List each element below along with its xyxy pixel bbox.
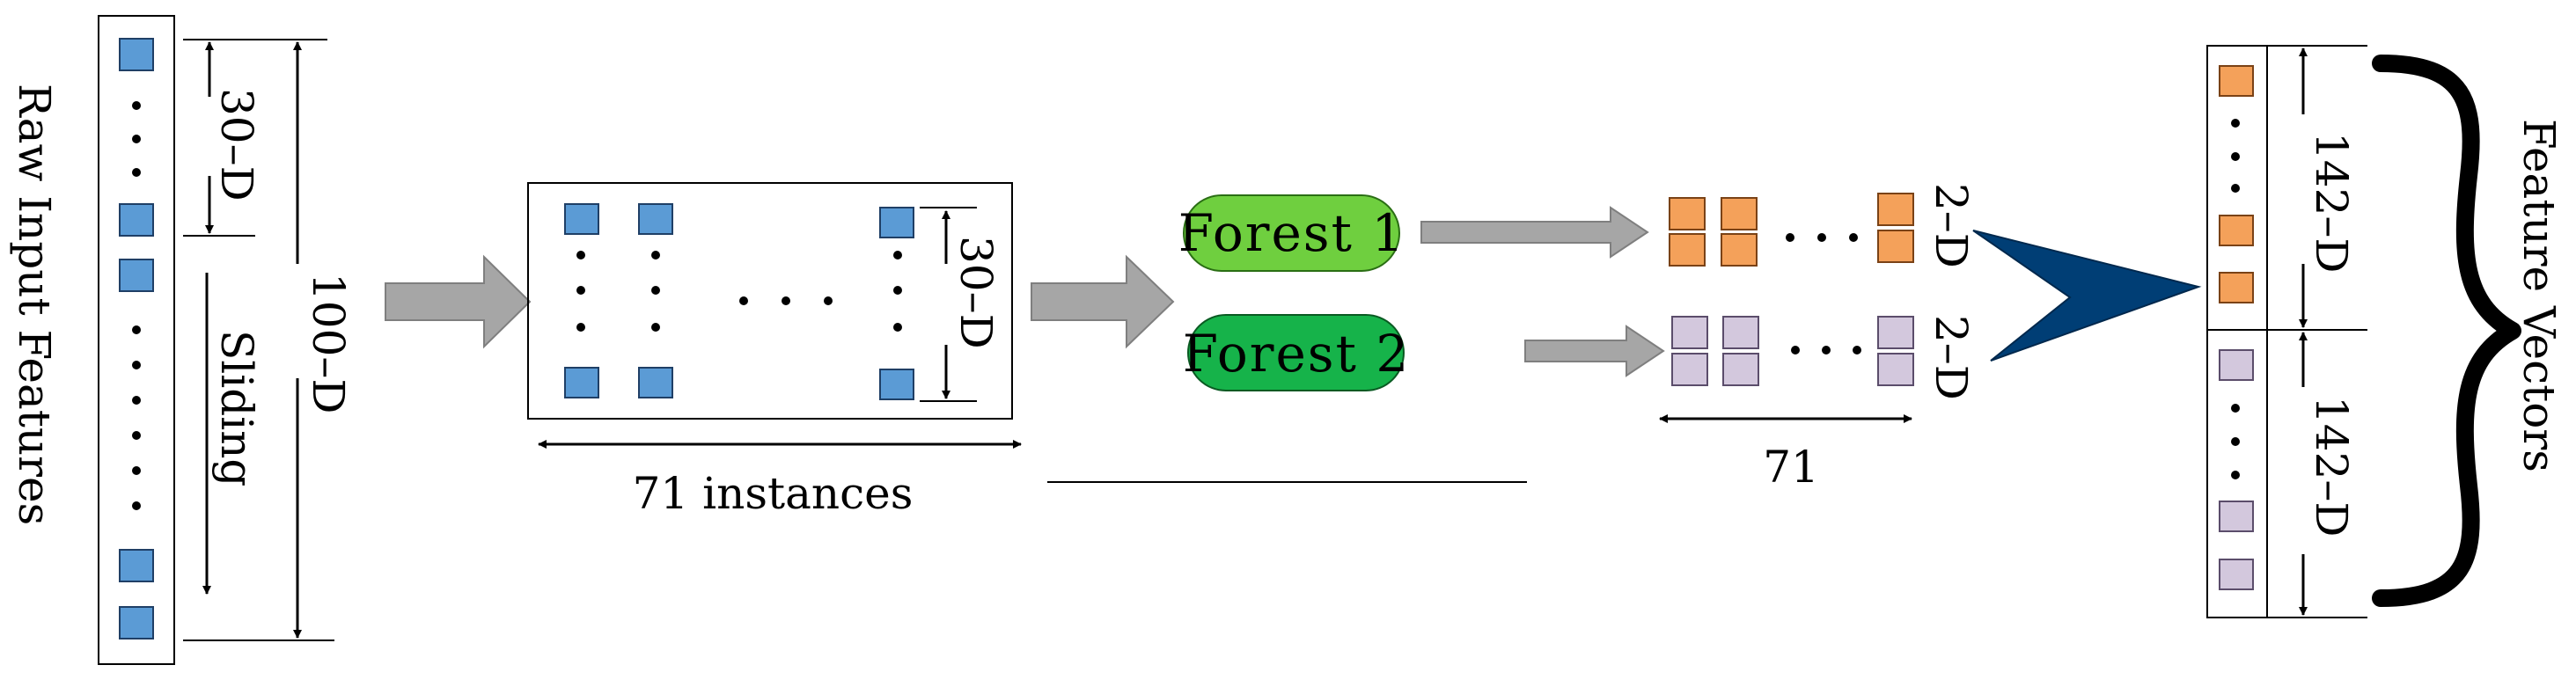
orange-square	[1877, 193, 1914, 226]
raw-square	[119, 38, 154, 71]
dimension-lines-left	[183, 39, 334, 641]
feature-orange-square	[2219, 272, 2254, 303]
raw-square	[119, 549, 154, 582]
grey-arrow-forest-2	[1524, 325, 1665, 377]
raw-input-column	[98, 15, 175, 665]
feature-lilac-square	[2219, 501, 2254, 532]
instances-box	[527, 182, 1013, 420]
feature-orange-square	[2219, 65, 2254, 97]
raw-square	[119, 606, 154, 639]
raw-input-label: Raw Input Features	[9, 84, 60, 525]
forest-2-label: Forest 2	[1183, 324, 1410, 384]
feature-vector-lines	[2207, 45, 2367, 618]
raw-square	[119, 203, 154, 237]
forest-1	[1183, 194, 1400, 272]
orange-square	[1721, 233, 1758, 267]
dim-142-top-label: 142–D	[2306, 132, 2357, 274]
feature-lilac-squares	[2219, 349, 2254, 590]
curly-brace	[2372, 55, 2521, 607]
lilac-square	[1671, 353, 1708, 386]
lilac-dots	[1791, 346, 1861, 354]
orange-square	[1669, 233, 1706, 267]
instance-square	[564, 203, 599, 235]
grey-arrow-forest-1	[1420, 206, 1649, 259]
forest-1-label: Forest 1	[1178, 203, 1405, 263]
feature-vectors-label: Feature Vectors	[2514, 119, 2565, 472]
lilac-square	[1671, 316, 1708, 349]
instance-square	[879, 207, 914, 238]
instance-square	[879, 369, 914, 400]
orange-square	[1721, 197, 1758, 230]
forest-2	[1187, 314, 1405, 391]
big-arrow	[1972, 230, 2202, 362]
lilac-square	[1722, 353, 1759, 386]
dim-2-top-label: 2–D	[1926, 183, 1977, 268]
instance-square	[564, 367, 599, 398]
count-71-label: 71	[1763, 442, 1819, 493]
orange-square	[1669, 197, 1706, 230]
instance-squares	[564, 203, 914, 400]
dim-100-label: 100–D	[303, 273, 354, 414]
forest-2-outputs	[1671, 316, 1914, 386]
mid-dimension-lines	[920, 207, 977, 402]
dim-30-left-label: 30–D	[211, 88, 262, 201]
lilac-square	[1722, 316, 1759, 349]
instance-square	[638, 367, 673, 398]
feature-lilac-square	[2219, 559, 2254, 590]
grey-arrow-1	[385, 254, 532, 349]
feature-orange-square	[2219, 215, 2254, 246]
feature-lilac-square	[2219, 349, 2254, 381]
raw-square	[119, 259, 154, 292]
dim-30-mid-label: 30–D	[950, 236, 1002, 349]
forest-1-outputs	[1669, 193, 1914, 267]
feature-orange-squares	[2219, 65, 2254, 303]
instances-label: 71 instances	[633, 468, 914, 519]
instance-dots	[576, 251, 902, 332]
feature-vector-column	[2206, 45, 2268, 618]
orange-square	[1877, 230, 1914, 263]
grey-arrow-2	[1031, 254, 1175, 349]
raw-input-dots	[132, 101, 141, 510]
instance-square	[638, 203, 673, 235]
lilac-square	[1877, 316, 1914, 349]
dim-142-bottom-label: 142–D	[2306, 396, 2357, 537]
dim-2-bottom-label: 2–D	[1926, 315, 1977, 400]
orange-dots	[1786, 233, 1858, 242]
lilac-square	[1877, 353, 1914, 386]
raw-input-squares	[119, 38, 154, 639]
feature-dots	[2231, 119, 2240, 479]
sliding-label: Sliding	[211, 330, 262, 486]
